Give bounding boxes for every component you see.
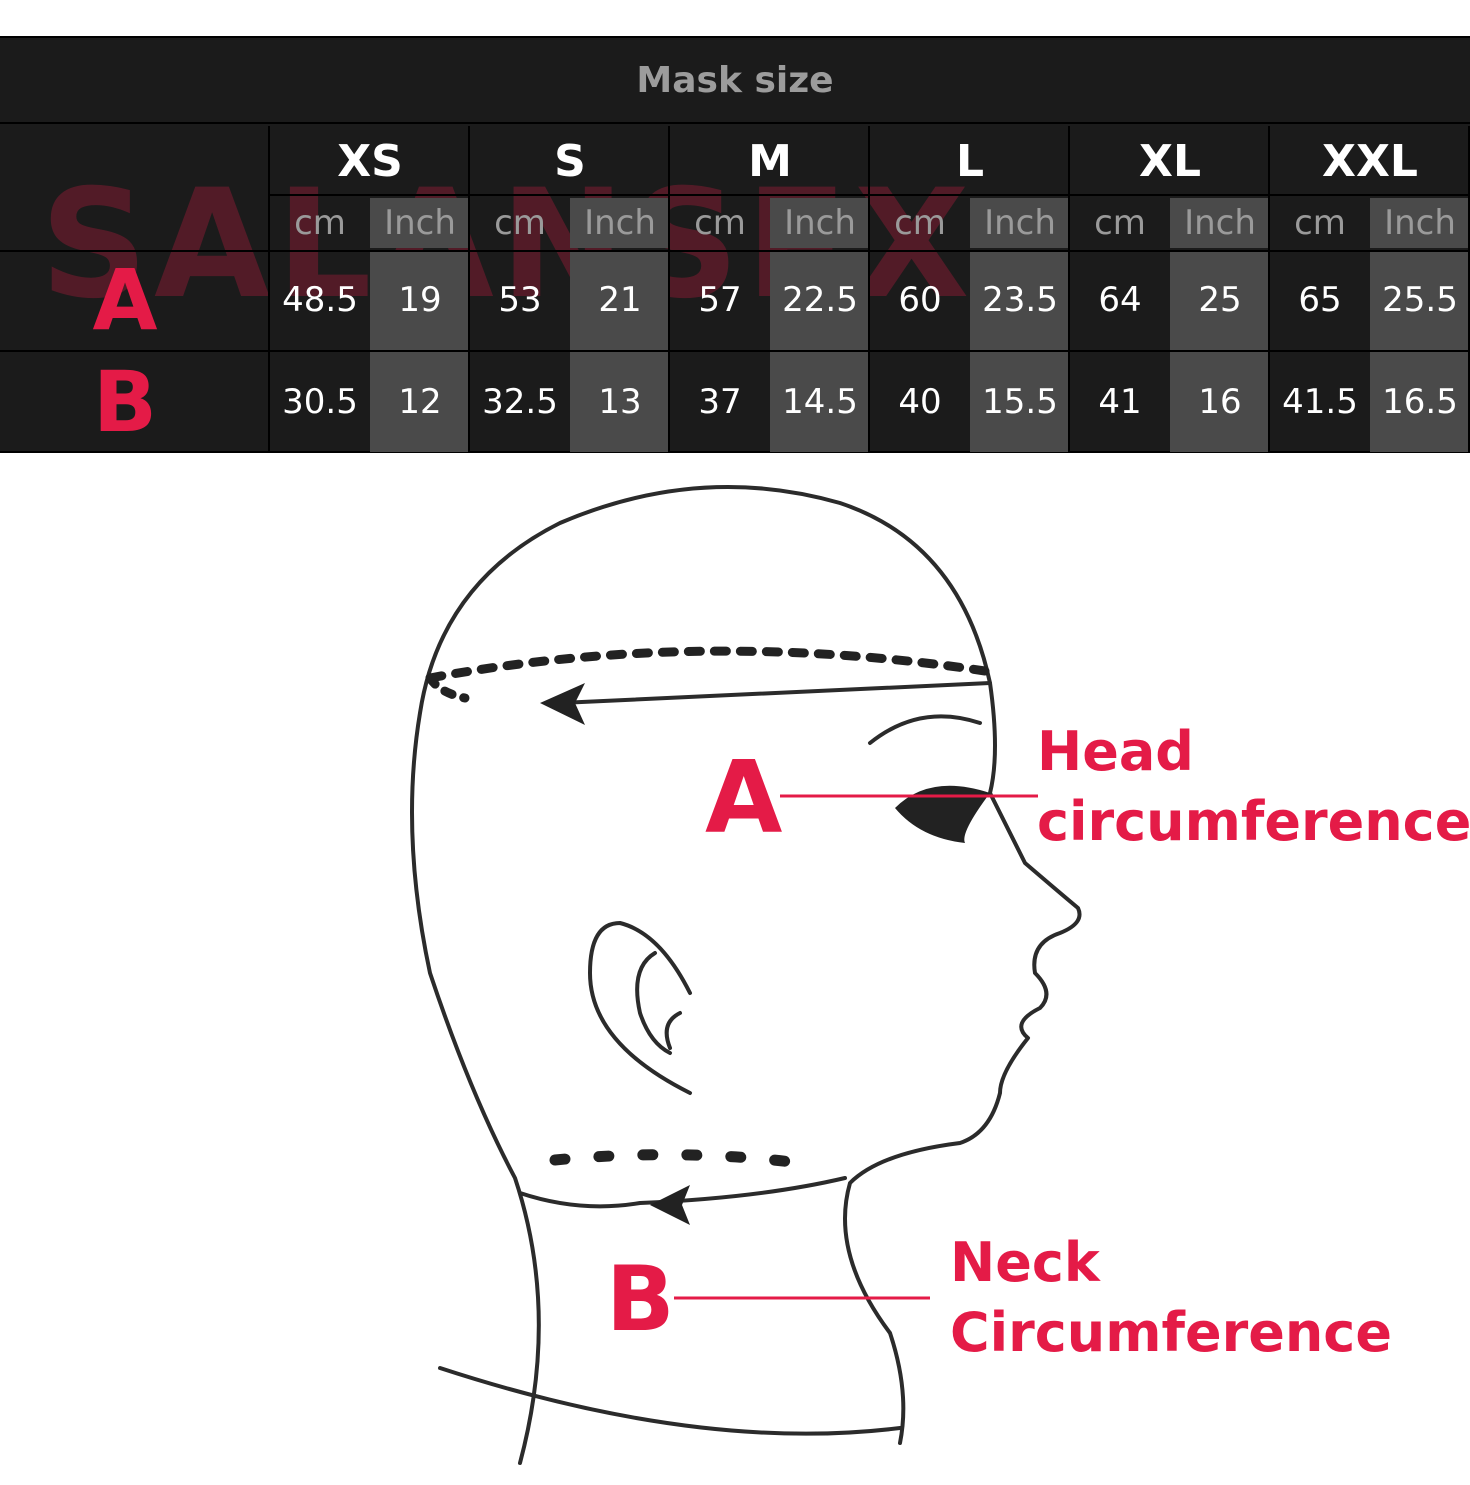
unit-cm-label: cm [1094, 203, 1146, 243]
grid-line [1468, 126, 1470, 453]
head-dotted-line [425, 646, 990, 683]
grid-line [268, 126, 270, 453]
table-cell: 15.5 [970, 352, 1070, 452]
size-header: XL [1139, 136, 1201, 187]
table-cell: 19 [370, 250, 470, 350]
grid-line [270, 194, 1470, 196]
table-cell: 21 [570, 250, 670, 350]
table-cell: 25 [1170, 250, 1270, 350]
grid-line [868, 126, 870, 453]
marker-a: A [705, 739, 783, 856]
table-cell: 12 [370, 352, 470, 452]
unit-cm-label: cm [694, 203, 746, 243]
size-header: S [554, 136, 586, 187]
head-label-line1: Head [1037, 720, 1194, 783]
size-header: XS [337, 136, 403, 187]
table-cell: 37 [698, 382, 742, 422]
unit-inch-label: Inch [1370, 198, 1470, 248]
grid-line [0, 250, 1470, 252]
neck-label-line1: Neck [950, 1231, 1100, 1294]
grid-line [1068, 126, 1070, 453]
table-cell: 25.5 [1370, 250, 1470, 350]
table-cell: 41.5 [1282, 382, 1358, 422]
eye-icon [895, 785, 990, 843]
table-cell: 32.5 [482, 382, 558, 422]
unit-inch-label: Inch [370, 198, 470, 248]
unit-cm-label: cm [294, 203, 346, 243]
table-cell: 57 [698, 280, 742, 320]
neck-base [438, 1366, 902, 1436]
head-arrow-line [558, 681, 992, 705]
grid-line [668, 126, 670, 453]
marker-b: B [606, 1247, 675, 1352]
table-cell: 65 [1298, 280, 1342, 320]
grid-line [468, 126, 470, 453]
table-cell: 23.5 [970, 250, 1070, 350]
table-cell: 13 [570, 352, 670, 452]
grid-line [1268, 126, 1270, 453]
neck-arrowhead [650, 1185, 690, 1225]
table-cell: 48.5 [282, 280, 358, 320]
unit-cm-label: cm [894, 203, 946, 243]
unit-cm-label: cm [1294, 203, 1346, 243]
unit-inch-label: Inch [770, 198, 870, 248]
table-cell: 16.5 [1370, 352, 1470, 452]
neck-dotted-line [549, 1149, 806, 1169]
table-cell: 14.5 [770, 352, 870, 452]
head-diagram [410, 485, 1082, 1465]
table-cell: 16 [1170, 352, 1270, 452]
unit-inch-label: Inch [570, 198, 670, 248]
table-cell: 30.5 [282, 382, 358, 422]
table-cell: 40 [898, 382, 942, 422]
size-header: XXL [1322, 136, 1418, 187]
eyebrow [868, 714, 982, 745]
table-cell: 53 [498, 280, 542, 320]
row-label: A [92, 251, 158, 349]
table-cell: 41 [1098, 382, 1142, 422]
neck-arrow-line [518, 1176, 847, 1209]
head-arrowhead [540, 683, 585, 725]
row-label: B [92, 353, 158, 451]
head-label-line2: circumference [1037, 790, 1470, 853]
neck-label-line2: Circumference [950, 1301, 1392, 1364]
ear-icon [588, 921, 692, 1095]
unit-cm-label: cm [494, 203, 546, 243]
unit-inch-label: Inch [1170, 198, 1270, 248]
table-cell: 22.5 [770, 250, 870, 350]
size-header: L [955, 136, 985, 187]
table-cell: 64 [1098, 280, 1142, 320]
head-outline [410, 485, 1082, 1465]
table-cell: 60 [898, 280, 942, 320]
grid-line [0, 350, 1470, 352]
unit-inch-label: Inch [970, 198, 1070, 248]
table-title: Mask size [0, 38, 1470, 124]
size-header: M [748, 136, 792, 187]
